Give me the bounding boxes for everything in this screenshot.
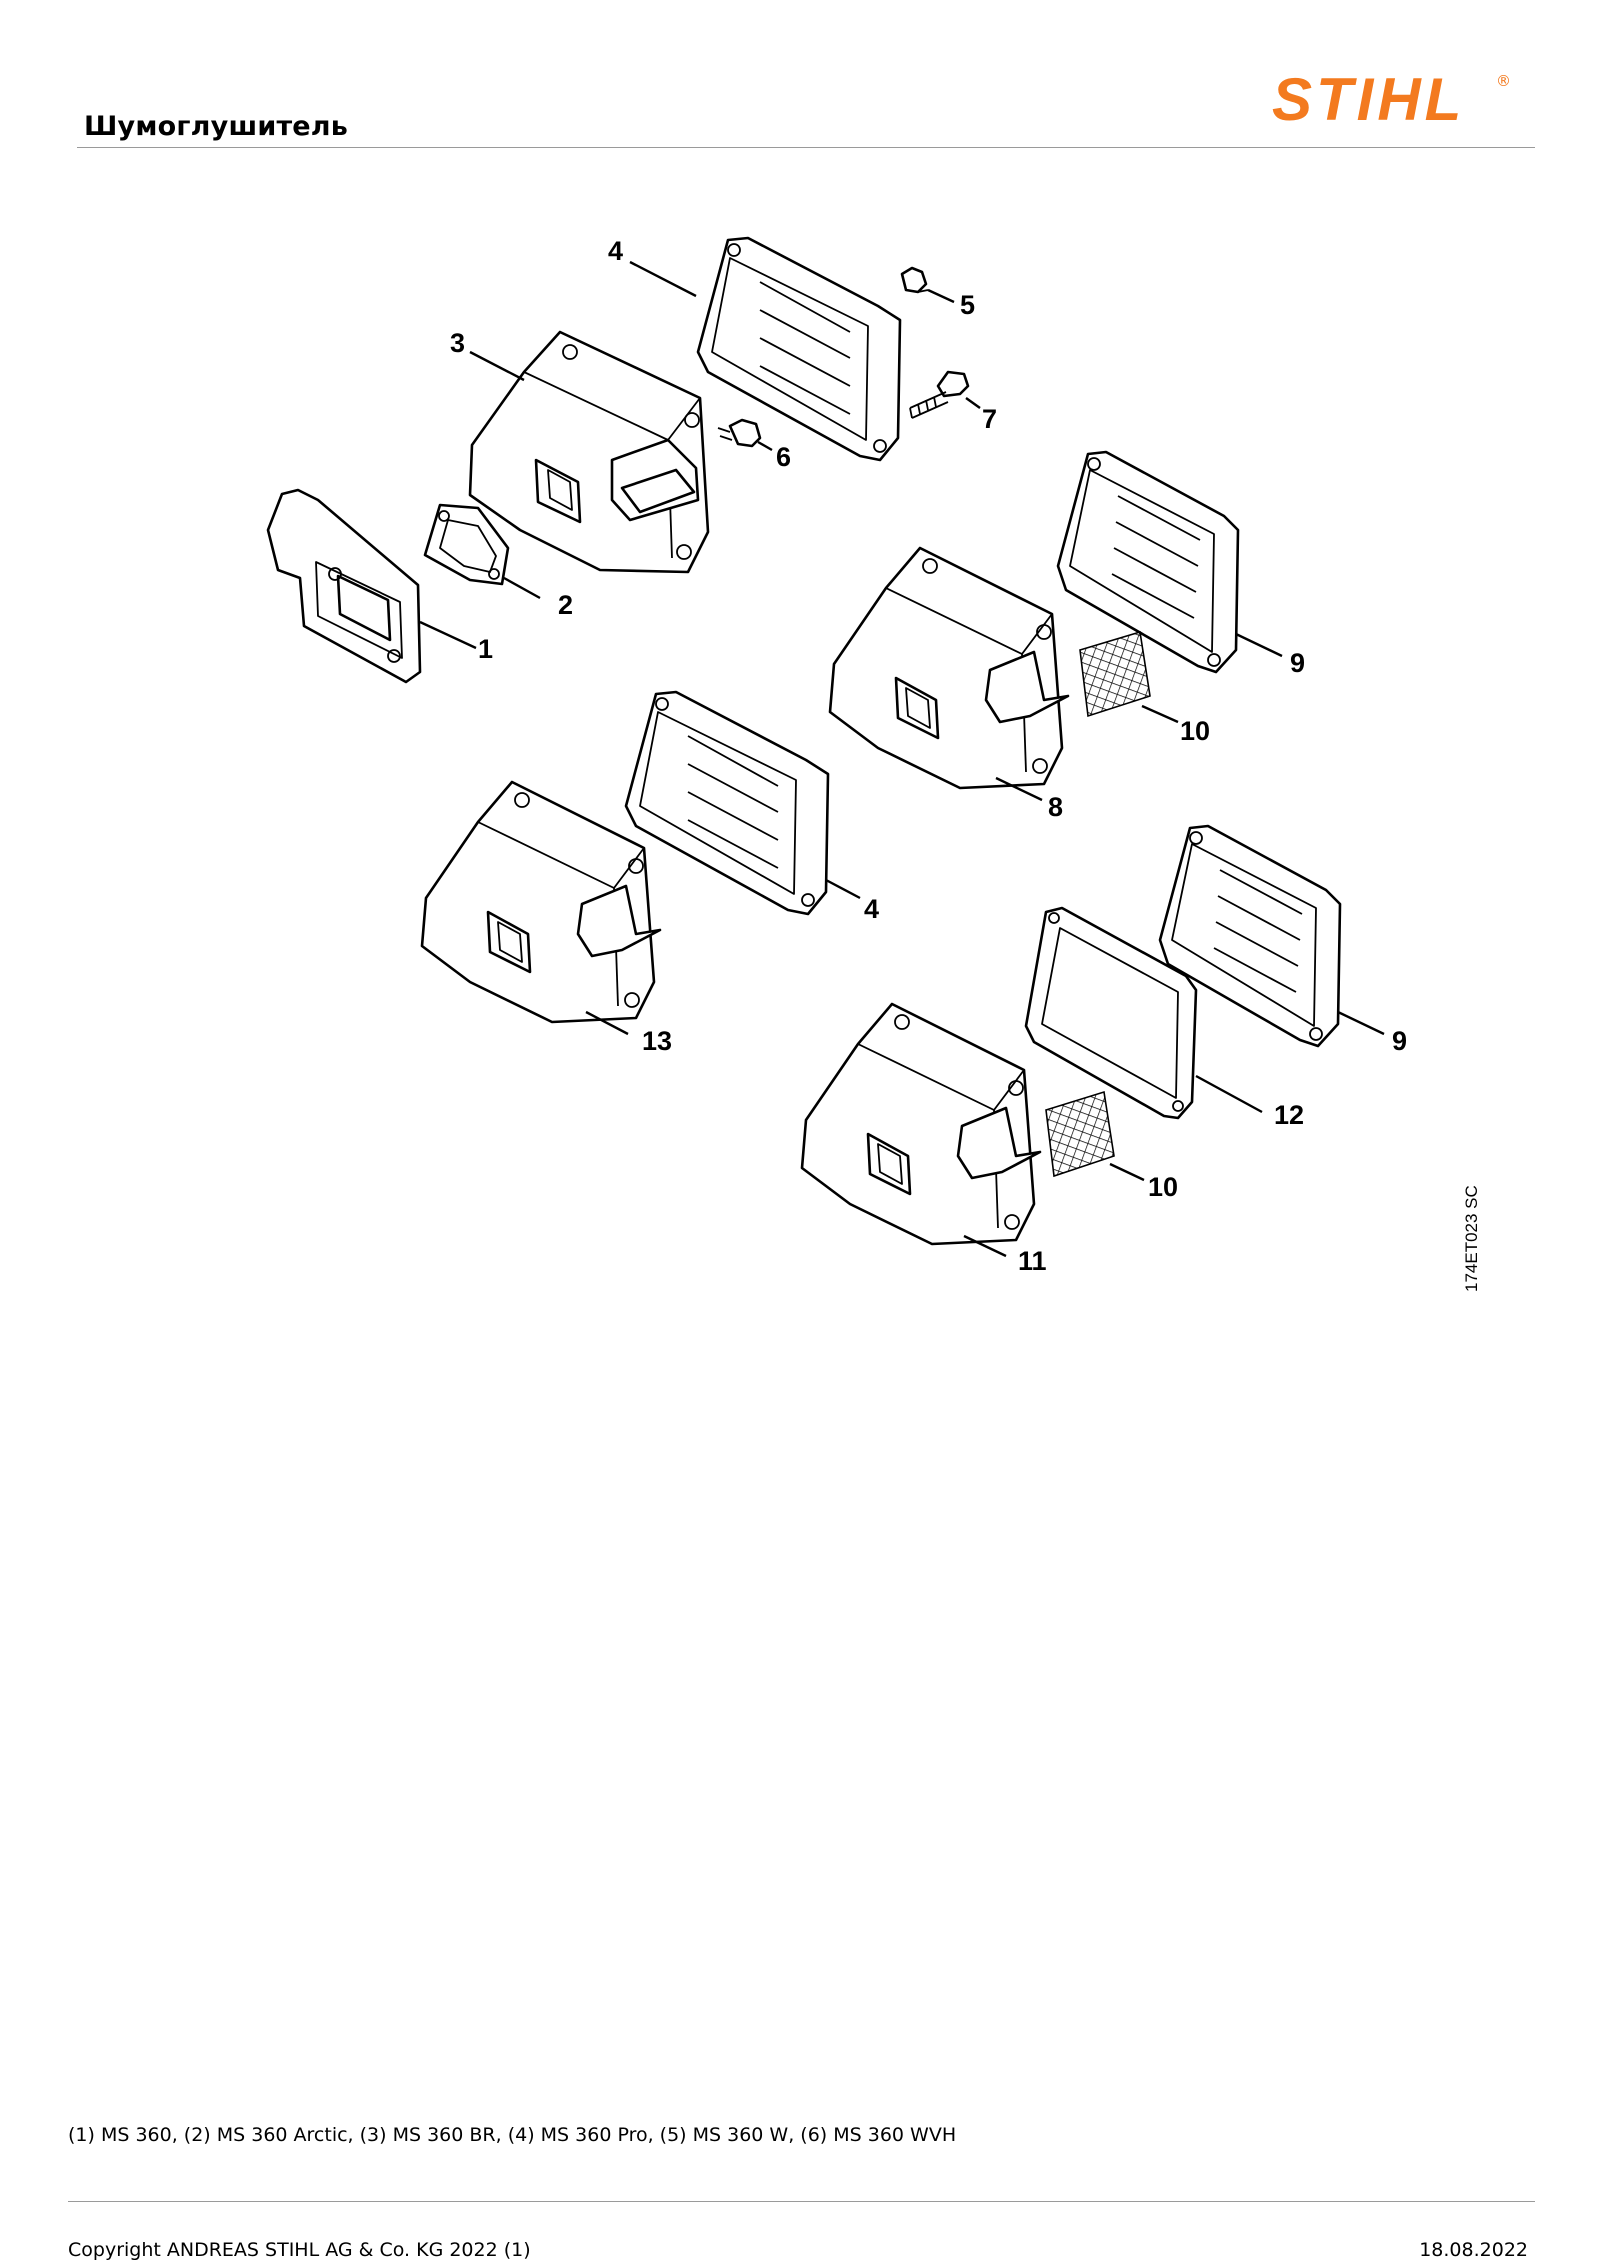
exploded-parts-diagram: 1 2 3 4 5 6 7 4 8 9 10 13 9 12 10 11 — [266, 236, 1407, 1276]
callout-5: 5 — [960, 290, 975, 320]
callout-4: 4 — [608, 236, 623, 266]
leader-13 — [585, 1010, 629, 1036]
leader-4-top — [629, 260, 697, 298]
callout-9-upper: 9 — [1290, 648, 1305, 678]
part-12-cover-gasket — [1024, 906, 1198, 1120]
leader-9-upper — [1235, 632, 1283, 658]
part-7-bolt — [909, 370, 970, 419]
stihl-logo-wordmark: STIHL — [1272, 66, 1465, 133]
callout-11: 11 — [1018, 1246, 1047, 1276]
model-legend: (1) MS 360, (2) MS 360 Arctic, (3) MS 36… — [68, 2124, 957, 2146]
callout-4-mid: 4 — [864, 894, 879, 924]
callout-12: 12 — [1274, 1100, 1304, 1130]
leader-2 — [503, 576, 541, 600]
callout-3: 3 — [450, 328, 465, 358]
part-9-muffler-cover-lower — [1158, 824, 1342, 1048]
leader-5 — [927, 288, 955, 304]
part-4-muffler-cover-mid — [624, 690, 830, 916]
leader-lines — [419, 260, 1385, 1258]
leader-11 — [963, 1234, 1007, 1258]
callout-2: 2 — [558, 590, 573, 620]
footer-date: 18.08.2022 — [1419, 2239, 1528, 2261]
callout-10-upper: 10 — [1180, 716, 1210, 746]
part-3-muffler-body — [468, 330, 710, 574]
part-13-muffler-body — [420, 780, 662, 1024]
part-5-screw — [900, 266, 929, 294]
part-2-gasket — [423, 503, 510, 586]
leader-7 — [965, 397, 981, 409]
part-10-screen-upper — [1079, 630, 1151, 718]
callout-7: 7 — [982, 404, 997, 434]
leader-6 — [757, 440, 773, 452]
leader-3 — [469, 350, 525, 382]
part-11-muffler-body — [800, 1002, 1042, 1246]
page-title: Шумоглушитель — [84, 111, 349, 142]
part-9-muffler-cover-upper — [1056, 450, 1240, 674]
callout-10-lower: 10 — [1148, 1172, 1178, 1202]
leader-9-lower — [1337, 1010, 1385, 1036]
drawing-code: 174ET023 SC — [1462, 1185, 1481, 1292]
registered-mark: ® — [1496, 72, 1511, 90]
callout-1: 1 — [478, 634, 493, 664]
part-8-muffler-body — [828, 546, 1070, 790]
leader-10-lower — [1109, 1162, 1145, 1182]
leader-1 — [419, 620, 477, 650]
part-1-flange-gasket — [266, 488, 422, 684]
callout-6: 6 — [776, 442, 791, 472]
callout-8: 8 — [1048, 792, 1063, 822]
header-divider — [77, 147, 1535, 148]
leader-4-mid — [825, 878, 861, 900]
part-6-screw — [717, 418, 762, 448]
part-10-screen-lower — [1045, 1090, 1115, 1178]
stihl-logo: STIHL ® — [1264, 62, 1524, 140]
leader-8 — [995, 776, 1043, 802]
callout-9-lower: 9 — [1392, 1026, 1407, 1056]
footer-divider — [68, 2201, 1535, 2202]
callout-13: 13 — [642, 1026, 672, 1056]
leader-10-upper — [1141, 704, 1179, 724]
part-4-muffler-cover-top — [696, 236, 902, 462]
copyright-notice: Copyright ANDREAS STIHL AG & Co. KG 2022… — [68, 2239, 531, 2261]
leader-12 — [1195, 1074, 1263, 1114]
